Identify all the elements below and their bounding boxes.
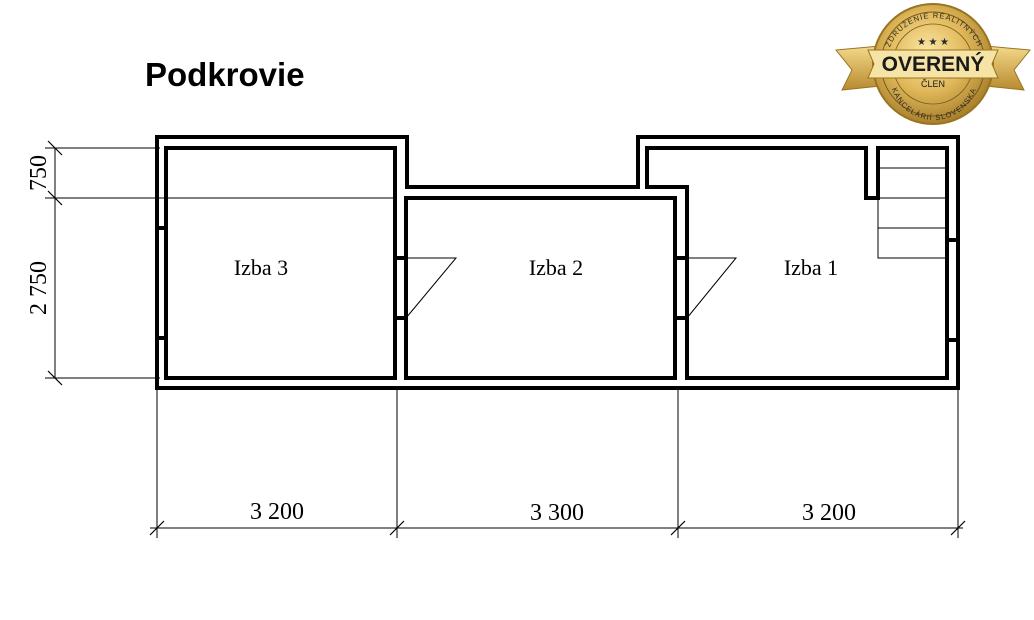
horizontal-dimension-line — [149, 388, 966, 538]
room-izba-2-outline — [404, 196, 677, 380]
badge-sub-text: ČLEN — [921, 79, 945, 89]
windows — [157, 226, 958, 342]
staircase — [877, 167, 948, 259]
page-title: Podkrovie — [145, 56, 305, 93]
dimension-label-3200-left: 3 200 — [250, 499, 304, 525]
outer-wall — [155, 135, 960, 390]
room-label-izba-3: Izba 3 — [234, 255, 288, 280]
verified-member-badge: ★ ★ ★ OVERENÝ ČLEN ZDRUŽENIE REALITNÝCH … — [835, 3, 1031, 125]
dimension-label-3200-right: 3 200 — [802, 500, 856, 526]
door-izba-2 — [395, 256, 458, 320]
dimension-label-3300: 3 300 — [530, 500, 584, 526]
door-izba-1 — [675, 256, 738, 320]
dimension-label-2750: 2 750 — [26, 261, 52, 315]
room-label-izba-2: Izba 2 — [529, 255, 583, 280]
dimension-label-750: 750 — [26, 155, 52, 191]
badge-ribbon-right — [985, 45, 1031, 91]
badge-ribbon-left — [835, 45, 881, 91]
star-icon: ★ ★ ★ — [917, 37, 949, 48]
vertical-dimension-line — [45, 140, 395, 386]
room-izba-3-outline — [164, 146, 397, 380]
badge-main-text: OVERENÝ — [882, 52, 985, 76]
room-label-izba-1: Izba 1 — [784, 255, 838, 280]
badge-banner — [867, 49, 999, 79]
